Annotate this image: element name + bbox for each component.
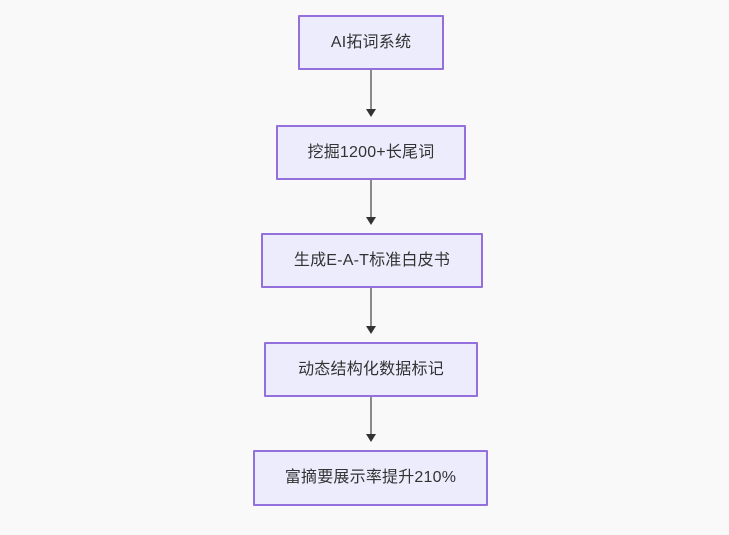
edge-line [370, 70, 372, 110]
edge-line [370, 180, 372, 218]
edge-line [370, 397, 372, 435]
node-label: 富摘要展示率提升210% [284, 469, 457, 486]
flowchart-node-mine-longtail-keywords[interactable]: 挖掘1200+长尾词 [276, 125, 466, 180]
node-label: 生成E-A-T标准白皮书 [293, 251, 451, 269]
flowchart-node-generate-eat-whitepaper[interactable]: 生成E-A-T标准白皮书 [261, 233, 483, 288]
edge-line [370, 288, 372, 327]
node-label: 动态结构化数据标记 [298, 360, 444, 378]
arrowhead-icon [366, 434, 376, 442]
node-label: AI拓词系统 [330, 33, 412, 51]
arrowhead-icon [366, 109, 376, 117]
flowchart-node-rich-snippet-rate-increase[interactable]: 富摘要展示率提升210% [253, 450, 488, 506]
flowchart-node-ai-keyword-system[interactable]: AI拓词系统 [298, 15, 444, 70]
flowchart-node-dynamic-structured-data-markup[interactable]: 动态结构化数据标记 [264, 342, 478, 397]
arrowhead-icon [366, 217, 376, 225]
arrowhead-icon [366, 326, 376, 334]
node-label: 挖掘1200+长尾词 [307, 143, 435, 161]
